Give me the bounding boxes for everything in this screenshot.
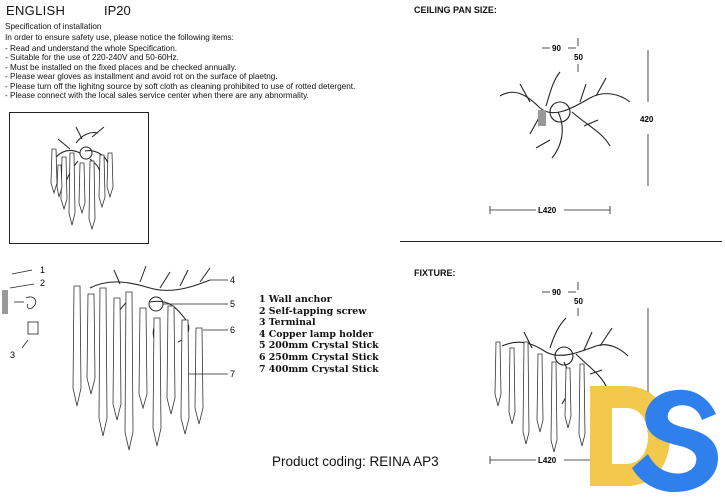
ceiling-pan-plate — [538, 110, 546, 126]
spec-rules-list: - Read and understand the whole Specific… — [5, 44, 355, 100]
fixture-pan-depth-label: 50 — [574, 297, 583, 306]
ceiling-length-label: L420 — [538, 206, 557, 215]
callout-7: 7 — [230, 369, 235, 379]
logo-letter-s — [632, 389, 718, 492]
ds-logo — [590, 386, 718, 492]
parts-list-item: 3 Terminal — [259, 317, 316, 329]
callout-4: 4 — [230, 275, 235, 285]
callout-3: 3 — [10, 350, 15, 360]
fixture-length-label: L420 — [538, 456, 557, 465]
crystal-sticks — [72, 285, 204, 451]
fixture-exploded-drawing: 4 5 6 7 — [72, 265, 235, 451]
product-coding: Product coding: REINA AP3 — [272, 454, 439, 469]
fixture-crystal-sticks — [494, 341, 586, 453]
fixture-dimension-drawing: 90 50 L420 — [489, 282, 649, 465]
fixture-title: FIXTURE: — [414, 268, 456, 278]
product-thumbnail — [9, 112, 149, 244]
terminal-icon — [27, 321, 39, 335]
spec-rule: - Please turn off the lighitng source by… — [5, 81, 356, 91]
parts-list-item: 1 Wall anchor — [259, 294, 332, 305]
parts-list-item: 4 Copper lamp holder — [259, 328, 374, 340]
parts-list-item: 7 400mm Crystal Stick — [259, 363, 379, 375]
ceiling-pan-width-label: 90 — [552, 44, 561, 53]
wall-plate — [2, 290, 8, 314]
ceiling-pan-title: CEILING PAN SIZE: — [414, 5, 497, 15]
parts-list: 1 Wall anchor 2 Self-tapping screw 3 Ter… — [259, 294, 379, 375]
callout-1: 1 — [40, 265, 45, 275]
spec-intro: In order to ensure safety use, please no… — [5, 33, 234, 42]
parts-list-item: 6 250mm Crystal Stick — [259, 351, 379, 363]
spec-title: Specification of installation — [5, 22, 102, 31]
spec-rule: - Must be installed on the fixed places … — [5, 62, 237, 72]
language-label: ENGLISH — [6, 3, 66, 18]
ceiling-pan-drawing: 90 50 420 L420 — [489, 38, 654, 215]
spec-rule: - Read and understand the whole Specific… — [5, 44, 178, 53]
ceiling-branch-frame — [499, 71, 631, 159]
parts-list-item: 5 200mm Crystal Stick — [259, 340, 379, 352]
parts-list-item: 2 Self-tapping screw — [259, 305, 367, 317]
ceiling-pan-depth-label: 50 — [574, 53, 583, 62]
mounting-parts-detail: 1 2 3 — [2, 265, 45, 360]
section-divider — [400, 241, 722, 242]
callout-2: 2 — [40, 278, 45, 288]
branch-frame — [89, 265, 211, 349]
lamp-holder — [148, 296, 164, 312]
ip-rating-label: IP20 — [104, 3, 131, 18]
ceiling-height-label: 420 — [640, 115, 654, 124]
callout-5: 5 — [230, 299, 235, 309]
thumbnail-drawing — [50, 126, 114, 231]
spec-rule: - Suitable for the use of 220-240V and 5… — [5, 53, 179, 63]
screw-icon — [25, 296, 37, 309]
callout-6: 6 — [230, 325, 235, 335]
spec-rule: - Please wear gloves as installment and … — [5, 72, 278, 82]
spec-rule: - Please connect with the local sales se… — [5, 91, 309, 101]
fixture-pan-width-label: 90 — [552, 288, 561, 297]
